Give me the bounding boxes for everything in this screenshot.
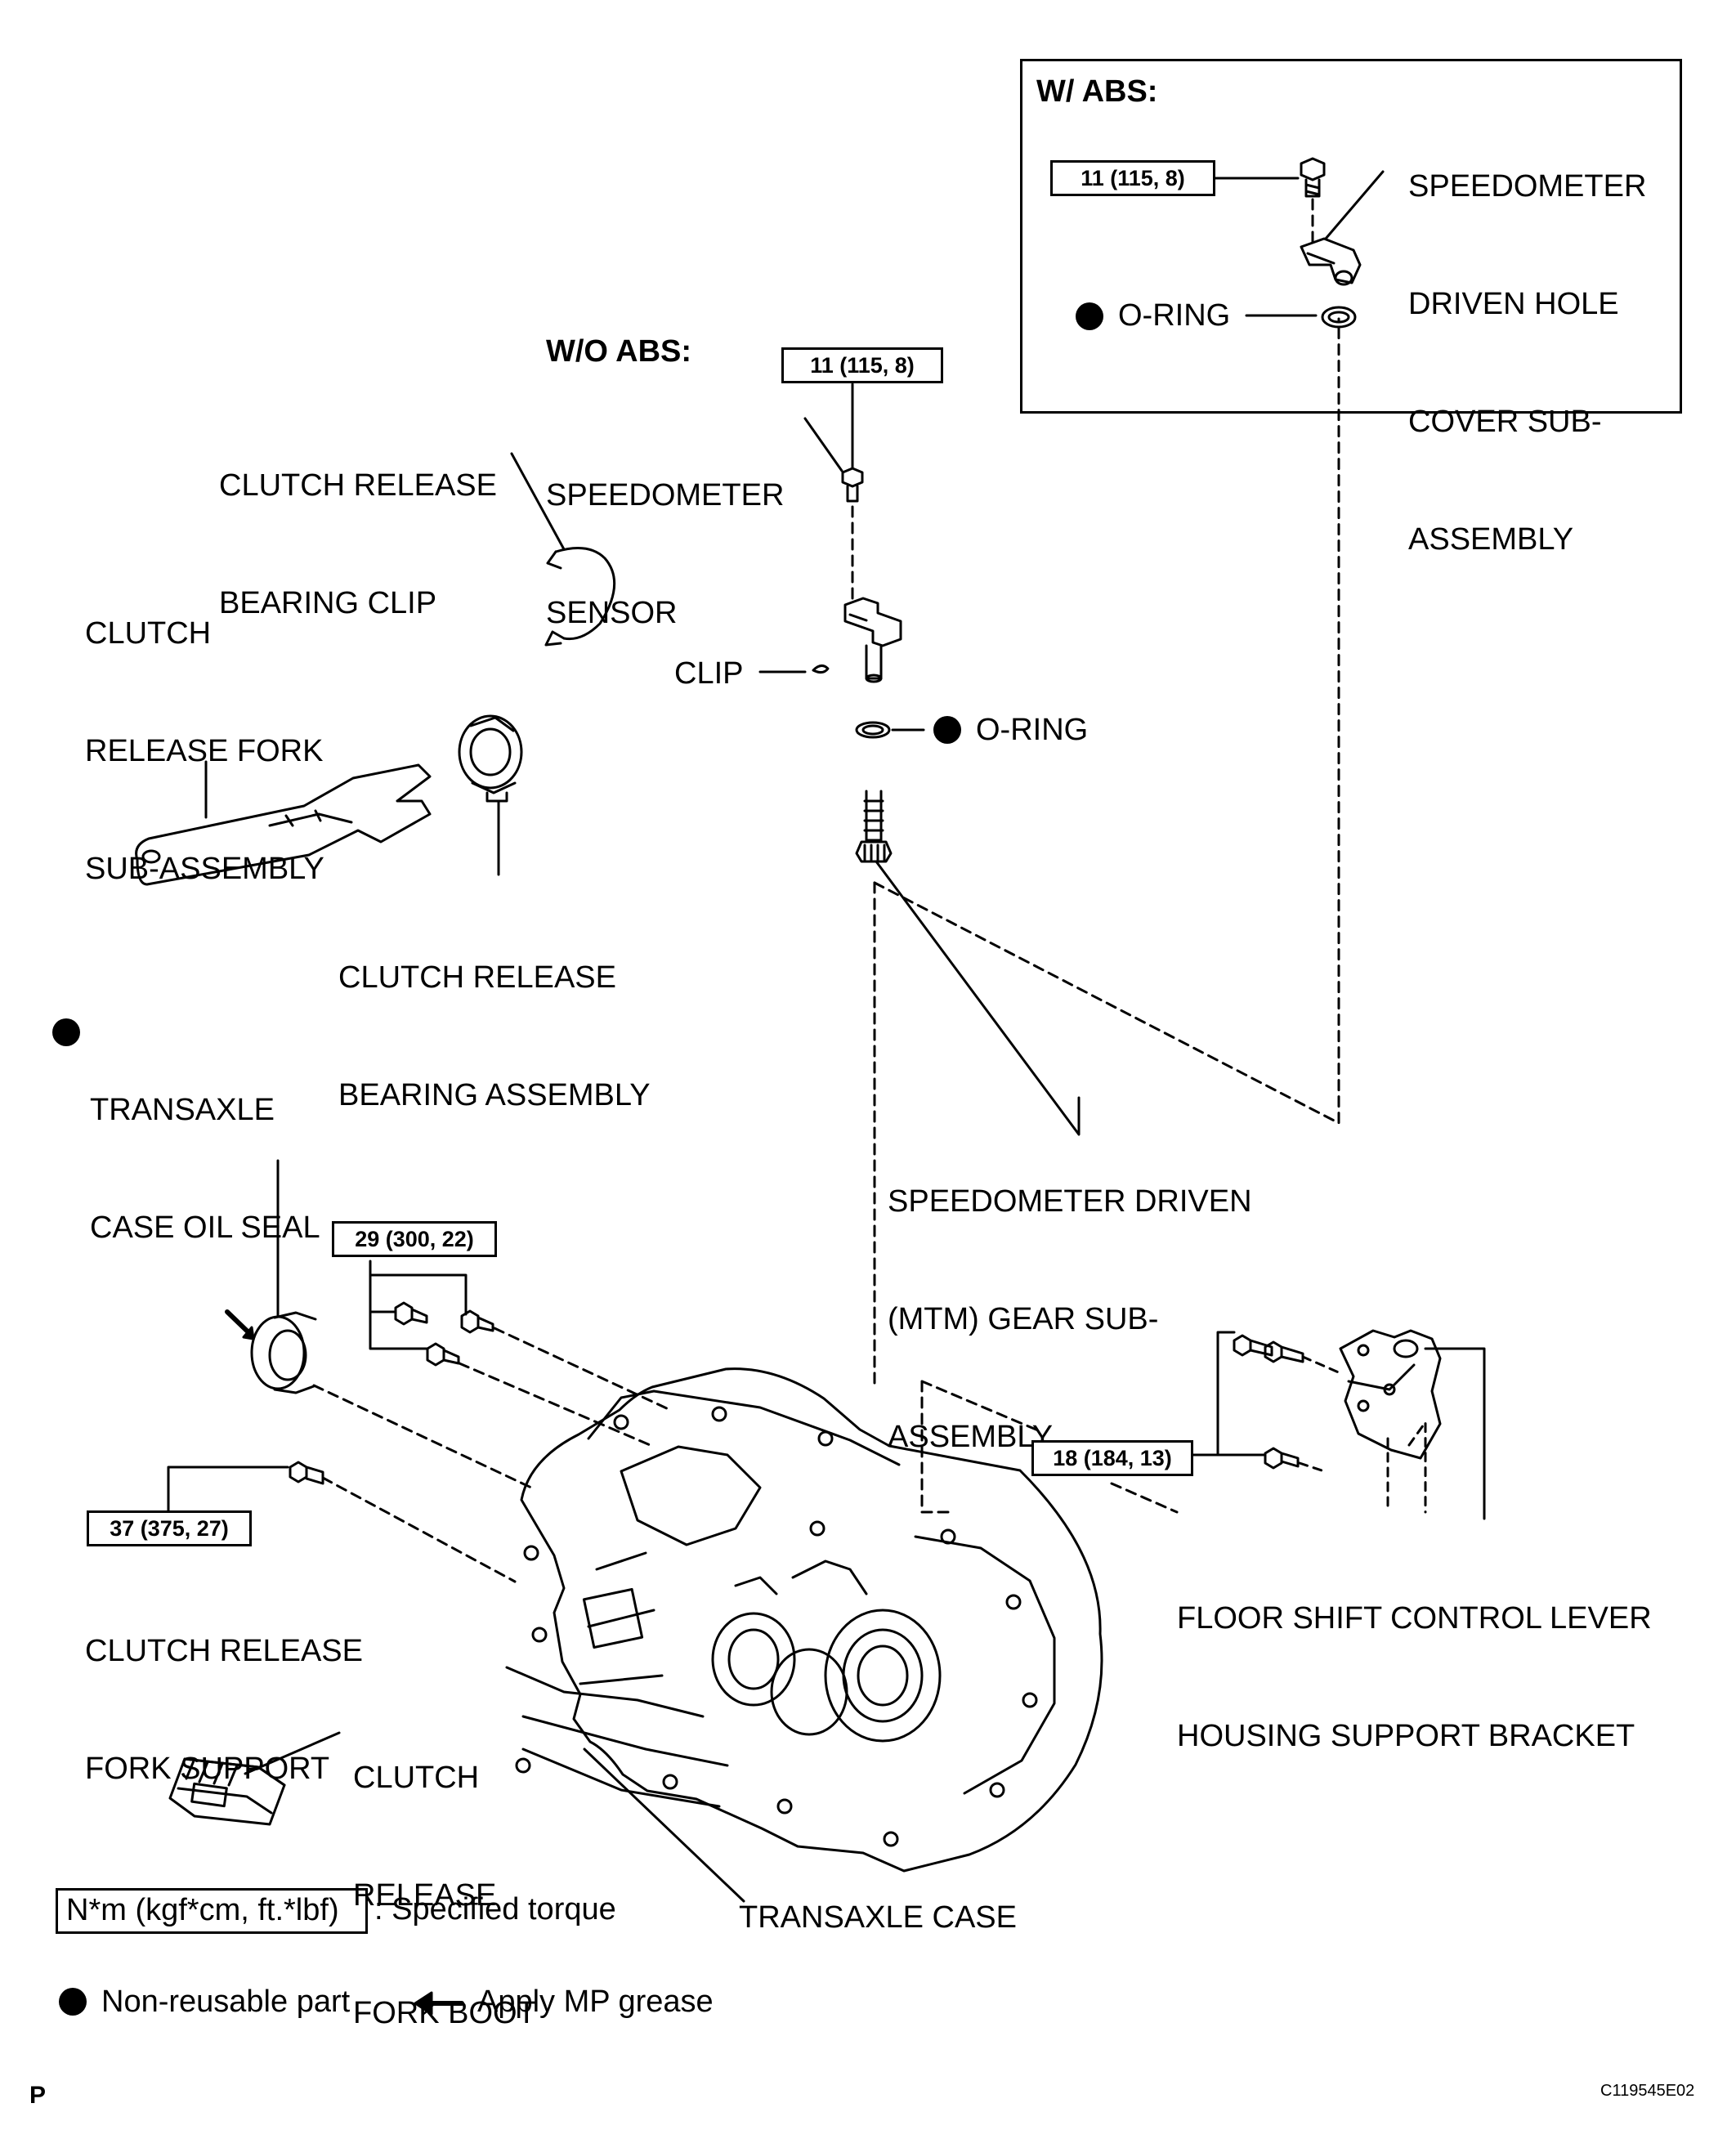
case-bolt-icon (394, 1301, 428, 1326)
legend-torque-unit: N*m (kgf*cm, ft.*lbf) (66, 1893, 339, 1927)
non-reusable-dot-icon (59, 1988, 87, 2016)
corner-letter: P (29, 2082, 47, 2109)
oil-seal-icon (250, 1311, 317, 1394)
clutch-release-fork-label: CLUTCH RELEASE FORK SUB-ASSEMBLY (85, 616, 324, 886)
o-ring-label: O-RING (976, 713, 1089, 747)
clutch-release-bearing-assembly-label: CLUTCH RELEASE BEARING ASSEMBLY (338, 960, 651, 1112)
hole-cover-icon (1300, 237, 1362, 286)
torque-spec-abs-bolt: 11 (115, 8) (1050, 160, 1215, 196)
hole-cover-leader (1324, 170, 1385, 240)
transaxle-case-icon (505, 1367, 1103, 1873)
clutch-release-fork-boot-label: CLUTCH RELEASE FORK BOOT (353, 1761, 536, 2030)
driven-gear-icon (855, 790, 893, 863)
grease-arrow-icon (413, 1990, 465, 2016)
non-reusable-dot-icon (933, 716, 961, 744)
speedometer-sensor-icon (843, 597, 902, 683)
clutch-release-bearing-clip-label: CLUTCH RELEASE BEARING CLIP (219, 468, 497, 620)
abs-bolt-icon (1300, 157, 1326, 198)
o-ring-icon (855, 721, 891, 739)
non-reusable-dot-icon (52, 1018, 80, 1046)
speedometer-driven-gear-label: SPEEDOMETER DRIVEN (MTM) GEAR SUB- ASSEM… (888, 1184, 1252, 1454)
torque-spec-sensor-bolt: 11 (115, 8) (781, 347, 943, 383)
case-bolt-icon (460, 1309, 494, 1334)
legend-torque-box: N*m (kgf*cm, ft.*lbf) (56, 1888, 368, 1934)
torque-spec-case-bolts: 29 (300, 22) (332, 1221, 497, 1257)
floor-shift-bracket-label: FLOOR SHIFT CONTROL LEVER HOUSING SUPPOR… (1177, 1601, 1652, 1753)
w-abs-inset-box (1020, 59, 1682, 414)
bracket-bolt-icon (1264, 1447, 1300, 1470)
figure-code: C119545E02 (1600, 2082, 1695, 2100)
bearing-clip-icon (544, 547, 616, 647)
speedometer-driven-hole-cover-label: SPEEDOMETER DRIVEN HOLE COVER SUB- ASSEM… (1408, 169, 1647, 557)
fork-support-icon (289, 1461, 324, 1485)
fork-boot-icon (168, 1757, 286, 1826)
transaxle-case-oil-seal-label: TRANSAXLE CASE OIL SEAL (90, 1093, 320, 1245)
speedometer-sensor-label: SPEEDOMETER SENSOR (546, 478, 785, 630)
release-fork-icon (135, 763, 432, 886)
sensor-clip-icon (812, 665, 830, 674)
torque-spec-bracket-bolts: 18 (184, 13) (1031, 1440, 1193, 1476)
legend-non-reusable: Non-reusable part (101, 1985, 351, 2019)
w-o-abs-heading: W/O ABS: (546, 334, 692, 369)
support-bracket-icon (1339, 1329, 1442, 1460)
legend-torque-description: : Specified torque (374, 1892, 616, 1926)
bearing-assembly-icon (458, 714, 523, 803)
torque-spec-fork-support: 37 (375, 27) (87, 1510, 252, 1546)
w-abs-heading: W/ ABS: (1036, 74, 1158, 109)
non-reusable-dot-icon (1076, 302, 1103, 330)
legend-grease: Apply MP grease (477, 1985, 714, 2019)
abs-o-ring-icon (1321, 306, 1357, 329)
clutch-release-fork-support-label: CLUTCH RELEASE FORK SUPPORT (85, 1634, 363, 1786)
bracket-bolt-icon (1233, 1334, 1273, 1357)
sensor-bolt-icon (841, 467, 864, 503)
clip-label: CLIP (674, 656, 744, 691)
case-bolt-icon (426, 1342, 460, 1367)
transaxle-case-label: TRANSAXLE CASE (739, 1900, 1017, 1935)
abs-o-ring-label: O-RING (1118, 298, 1231, 333)
